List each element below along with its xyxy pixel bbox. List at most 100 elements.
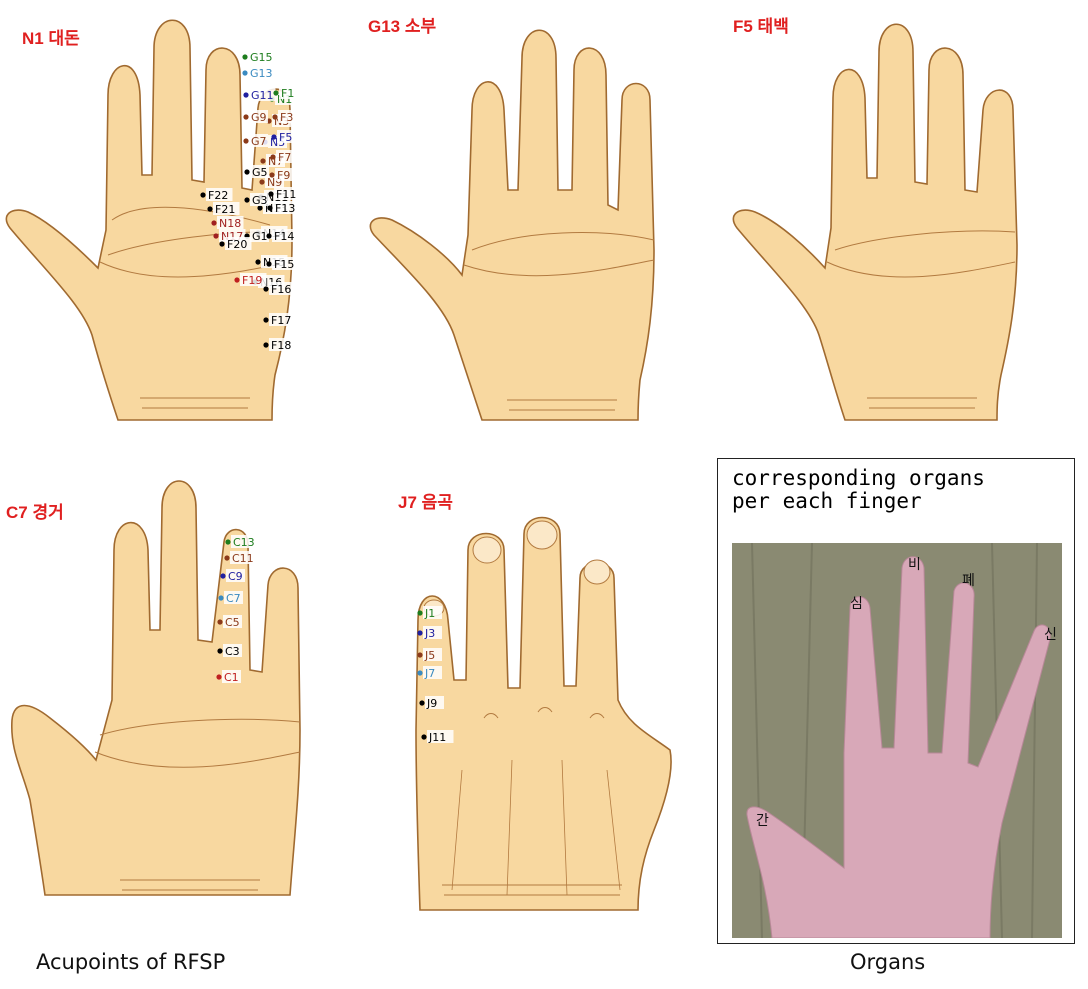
acupoint-label-f22: F22 — [208, 189, 228, 202]
acupoint-label-f16: F16 — [271, 283, 291, 296]
panel-g13: G13 소부 G15G13G11G9G7G5G3G1 — [362, 0, 702, 440]
acupoint-dot-f21 — [207, 206, 212, 211]
organs-panel: corresponding organs per each finger 간 심… — [717, 458, 1075, 944]
acupoint-dot-f20 — [219, 241, 224, 246]
acupoint-dot-c9 — [220, 573, 225, 578]
acupoint-dot-j1 — [417, 610, 422, 615]
acupoint-dot-n17 — [213, 233, 218, 238]
acupoint-label-f18: F18 — [271, 339, 291, 352]
acupoint-dot-f18 — [263, 342, 268, 347]
acupoint-label-c9: C9 — [228, 570, 243, 583]
acupoint-label-j9: J9 — [426, 697, 437, 710]
fingernail — [473, 537, 501, 563]
acupoint-dot-f15 — [266, 261, 271, 266]
palm-illustration: G15G13G11G9G7G5G3G1 — [362, 0, 702, 440]
acupoint-dot-f13 — [267, 205, 272, 210]
acupoint-label-c11: C11 — [232, 552, 254, 565]
acupoint-dot-c11 — [224, 555, 229, 560]
acupoint-label-g5: G5 — [252, 166, 268, 179]
acupoint-label-f1: F1 — [281, 87, 294, 100]
acupoint-label-g7: G7 — [251, 135, 267, 148]
acupoint-label-f19: F19 — [242, 274, 262, 287]
acupoint-label-c7: C7 — [226, 592, 241, 605]
acupoint-dot-f17 — [263, 317, 268, 322]
acupoint-dot-j5 — [417, 652, 422, 657]
acupoint-dot-f3 — [272, 114, 277, 119]
acupoint-dot-n7 — [260, 158, 265, 163]
acupoint-label-j7: J7 — [424, 667, 435, 680]
acupoint-dot-c1 — [216, 674, 221, 679]
hand-outline — [416, 518, 671, 911]
caption-acupoints: Acupoints of RFSP — [36, 950, 225, 974]
acupoint-dot-g15 — [242, 54, 247, 59]
acupoint-label-g1: G1 — [252, 230, 268, 243]
acupoint-dot-g9 — [243, 114, 248, 119]
acupoint-label-f5: F5 — [279, 131, 292, 144]
acupoint-dot-f1 — [273, 90, 278, 95]
hand-outline — [370, 30, 654, 420]
acupoint-dot-f14 — [266, 233, 271, 238]
acupoint-dot-n15 — [255, 259, 260, 264]
acupoint-dot-g7 — [243, 138, 248, 143]
organ-label-spleen: 비 — [908, 557, 921, 573]
acupoint-label-g13: G13 — [250, 67, 273, 80]
palm-illustration: N1N3N5N7N9N11N13N14N15N16N17N18 — [0, 0, 340, 440]
organ-label-lung: 폐 — [962, 573, 975, 589]
panel-n1: N1 대돈 N1N3N5N7N9N11N13N14N15N16N17N18 — [0, 0, 340, 440]
acupoint-dot-f7 — [270, 154, 275, 159]
acupoint-dot-j7 — [417, 670, 422, 675]
acupoint-label-c13: C13 — [233, 536, 255, 549]
acupoint-dot-j3 — [417, 630, 422, 635]
acupoint-label-g3: G3 — [252, 194, 268, 207]
acupoint-dot-f22 — [200, 192, 205, 197]
acupoint-label-f17: F17 — [271, 314, 291, 327]
acupoint-label-g9: G9 — [251, 111, 267, 124]
fingernail — [527, 521, 557, 549]
acupoint-label-j1: J1 — [424, 607, 435, 620]
acupoint-label-f20: F20 — [227, 238, 247, 251]
acupoint-dot-f19 — [234, 277, 239, 282]
acupoint-dot-f16 — [263, 286, 268, 291]
acupoint-label-f15: F15 — [274, 258, 294, 271]
acupoint-dot-c5 — [217, 619, 222, 624]
acupoint-dot-g11 — [243, 92, 248, 97]
acupoint-label-j5: J5 — [424, 649, 435, 662]
hand-photo: 간 심 비 폐 신 — [732, 543, 1062, 938]
acupoint-label-j11: J11 — [428, 731, 446, 744]
acupoint-dot-f5 — [271, 134, 276, 139]
acupoint-dot-f11 — [268, 191, 273, 196]
acupoint-label-g11: G11 — [251, 89, 274, 102]
acupoint-dot-n18 — [211, 220, 216, 225]
acupoint-dot-c3 — [217, 648, 222, 653]
acupoint-label-c1: C1 — [224, 671, 239, 684]
acupoint-label-n18: N18 — [219, 217, 241, 230]
acupoint-label-g15: G15 — [250, 51, 273, 64]
organs-title: corresponding organs per each finger — [732, 467, 1062, 513]
acupoint-dot-f9 — [269, 172, 274, 177]
hand-outline — [733, 24, 1017, 420]
acupoint-label-f13: F13 — [275, 202, 295, 215]
acupoint-label-f3: F3 — [280, 111, 293, 124]
hand-outline — [6, 20, 292, 420]
palm-illustration: F1F3F5F7F9F11F13F14F15F16F17F18F19F20F21… — [727, 0, 1067, 440]
acupoint-label-c5: C5 — [225, 616, 240, 629]
acupoint-dot-g3 — [244, 197, 249, 202]
acupoint-label-f11: F11 — [276, 188, 296, 201]
acupoint-label-f14: F14 — [274, 230, 294, 243]
organ-label-liver: 간 — [756, 813, 769, 829]
panel-c7: C7 경거 C13C11C9C7C5C3C1 — [0, 470, 340, 910]
acupoint-dot-c13 — [225, 539, 230, 544]
acupoint-label-f9: F9 — [277, 169, 290, 182]
acupoint-dot-g13 — [242, 70, 247, 75]
acupoint-dot-g5 — [244, 169, 249, 174]
acupoint-label-f21: F21 — [215, 203, 235, 216]
acupoint-label-j3: J3 — [424, 627, 435, 640]
fingernail — [584, 560, 610, 584]
palm-illustration: C13C11C9C7C5C3C1 — [0, 470, 340, 910]
acupoint-label-f7: F7 — [278, 151, 291, 164]
acupoint-dot-c7 — [218, 595, 223, 600]
acupoint-label-c3: C3 — [225, 645, 240, 658]
